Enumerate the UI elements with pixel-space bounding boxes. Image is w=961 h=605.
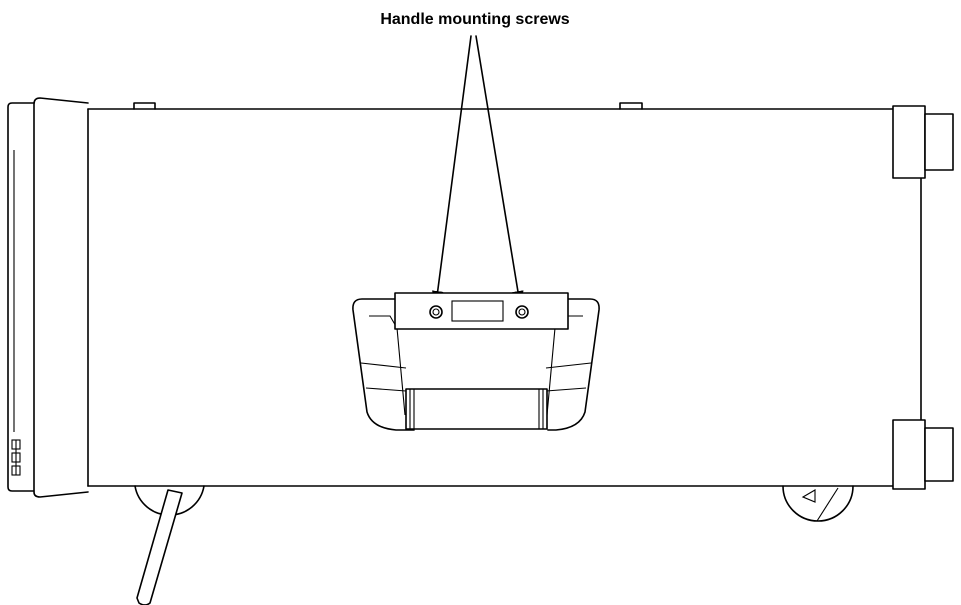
carrying-handle [352,292,600,431]
left-mounting-screw [429,305,443,319]
left-screw-arrow [431,35,472,306]
callout-label: Handle mounting screws [380,11,569,28]
rear-feet [892,105,954,490]
rear-tilt-foot [782,485,854,522]
front-bezel [7,97,89,498]
top-feet [133,102,643,110]
front-panel-connectors [11,439,21,476]
handle-mounting-plate [394,292,569,330]
front-tilt-foot [134,485,205,605]
right-mounting-screw [515,305,529,319]
callout-arrows [431,35,524,306]
cabinet-body [87,108,922,487]
right-screw-arrow [475,35,524,306]
